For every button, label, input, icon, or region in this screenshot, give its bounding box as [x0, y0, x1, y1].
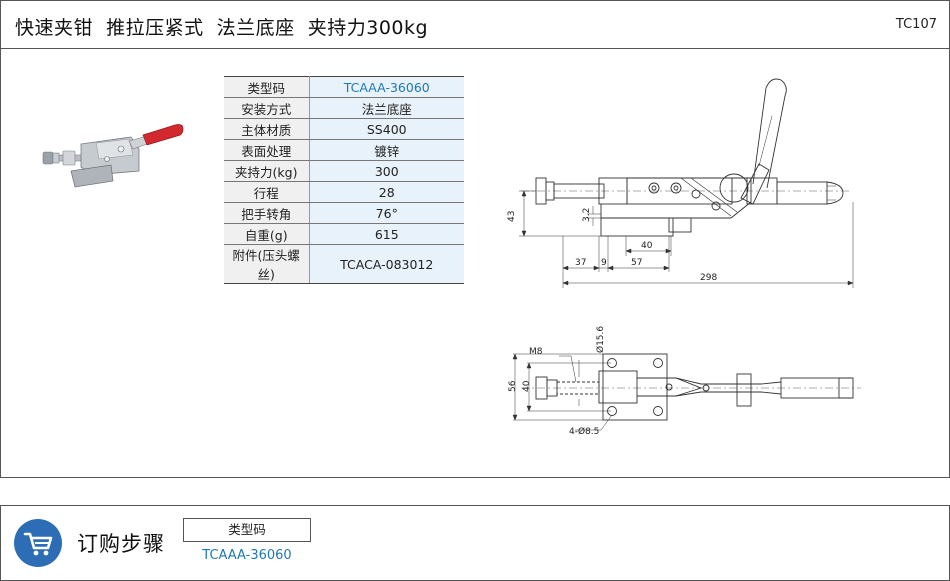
product-photo — [42, 124, 184, 188]
dim-m8: M8 — [529, 347, 543, 357]
spec-key: 夹持力(kg) — [224, 160, 310, 182]
spec-row: 自重(g) 615 — [224, 223, 464, 245]
spec-row: 夹持力(kg) 300 — [224, 160, 464, 182]
spec-key: 安装方式 — [224, 97, 310, 119]
side-view-dimensions — [519, 190, 854, 288]
dim-9: 9 — [601, 258, 607, 268]
dim-57: 57 — [631, 258, 642, 268]
spec-row: 主体材质 SS400 — [224, 118, 464, 140]
dim-40: 40 — [641, 241, 653, 251]
spec-key: 行程 — [224, 181, 310, 203]
technical-drawing: 43 3.2 40 37 9 57 298 — [507, 78, 861, 437]
product-code: TC107 — [895, 17, 937, 32]
dim-holes: 4-Ø8.5 — [569, 426, 599, 437]
main-panel: 快速夹钳 推拉压紧式 法兰底座 夹持力300kg TC107 类型码 TCAAA… — [0, 0, 950, 478]
spec-value: TCACA-083012 — [309, 244, 464, 284]
header-bar: 快速夹钳 推拉压紧式 法兰底座 夹持力300kg TC107 — [1, 1, 949, 49]
spec-row: 附件(压头螺丝) TCACA-083012 — [224, 244, 464, 284]
top-view-dimensions — [512, 353, 613, 431]
spec-key: 自重(g) — [224, 223, 310, 245]
order-type-code-label: 类型码 — [183, 518, 311, 542]
order-type-code-value[interactable]: TCAAA-36060 — [202, 548, 292, 563]
spec-row: 把手转角 76° — [224, 202, 464, 224]
spec-key: 主体材质 — [224, 118, 310, 140]
top-view — [521, 353, 861, 421]
spec-value: 镀锌 — [309, 139, 464, 161]
cart-icon — [14, 519, 62, 567]
dim-56: 56 — [508, 380, 518, 392]
spec-value: 28 — [309, 181, 464, 203]
order-panel: 订购步骤 类型码 TCAAA-36060 — [0, 505, 950, 581]
spec-value: 法兰底座 — [309, 97, 464, 119]
spec-table: 类型码 TCAAA-36060 安装方式 法兰底座 主体材质 SS400 表面处… — [224, 76, 464, 284]
dim-298: 298 — [700, 273, 717, 283]
page-title: 快速夹钳 推拉压紧式 法兰底座 夹持力300kg — [15, 17, 429, 39]
spec-row: 类型码 TCAAA-36060 — [224, 76, 464, 98]
spec-value: SS400 — [309, 118, 464, 140]
dim-37: 37 — [575, 258, 586, 268]
spec-value: 615 — [309, 223, 464, 245]
spec-row: 表面处理 镀锌 — [224, 139, 464, 161]
spec-value[interactable]: TCAAA-36060 — [309, 76, 464, 98]
dim-3-2: 3.2 — [582, 208, 592, 222]
spec-row: 安装方式 法兰底座 — [224, 97, 464, 119]
spec-value: 76° — [309, 202, 464, 224]
dim-40-top: 40 — [522, 380, 532, 392]
spec-row: 行程 28 — [224, 181, 464, 203]
side-view — [521, 78, 851, 237]
spec-value: 300 — [309, 160, 464, 182]
spec-key: 把手转角 — [224, 202, 310, 224]
order-steps-title: 订购步骤 — [77, 532, 165, 556]
spec-key: 附件(压头螺丝) — [224, 244, 310, 284]
dim-dia-15-6: Ø15.6 — [595, 326, 606, 353]
spec-key: 类型码 — [224, 76, 310, 98]
dim-43: 43 — [507, 211, 517, 222]
spec-key: 表面处理 — [224, 139, 310, 161]
